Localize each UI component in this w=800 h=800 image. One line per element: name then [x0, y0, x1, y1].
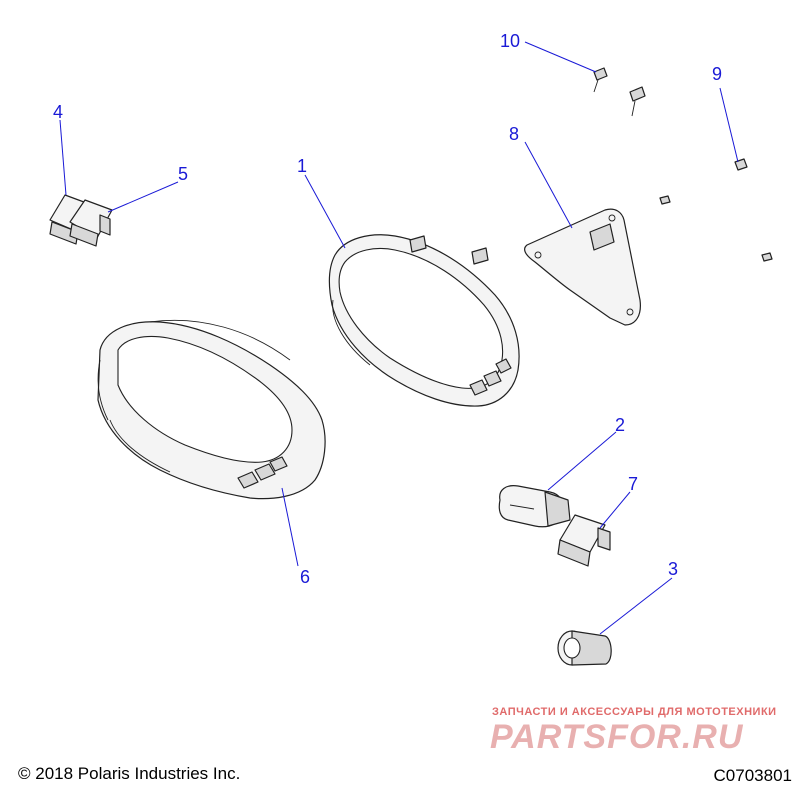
- copyright-text: © 2018 Polaris Industries Inc.: [18, 764, 241, 783]
- watermark-brand: PARTSFOR.RU: [490, 718, 744, 756]
- part-6-bezel: [97, 319, 326, 500]
- document-number: C0703801: [713, 766, 792, 785]
- callout-6: 6: [300, 567, 310, 587]
- part-3-power-socket: [557, 630, 612, 666]
- callout-9: 9: [712, 64, 722, 84]
- callout-8: 8: [509, 124, 519, 144]
- part-7-rocker-switch: [557, 514, 611, 567]
- callout-2: 2: [615, 415, 625, 435]
- part-8-bracket: [524, 208, 641, 326]
- leader-lines: [59, 41, 739, 635]
- callout-5: 5: [178, 164, 188, 184]
- callout-1: 1: [297, 156, 307, 176]
- callout-7: 7: [628, 474, 638, 494]
- watermark-tagline: ЗАПЧАСТИ И АКСЕССУАРЫ ДЛЯ МОТОТЕХНИКИ: [492, 706, 777, 718]
- callout-10: 10: [500, 31, 520, 51]
- part-1-instrument-cluster: [328, 234, 520, 407]
- callout-3: 3: [668, 559, 678, 579]
- callout-4: 4: [53, 102, 63, 122]
- screw-parts: [593, 67, 773, 262]
- part-4-5-switches: [49, 194, 113, 247]
- part-2-ignition-switch: [498, 485, 571, 528]
